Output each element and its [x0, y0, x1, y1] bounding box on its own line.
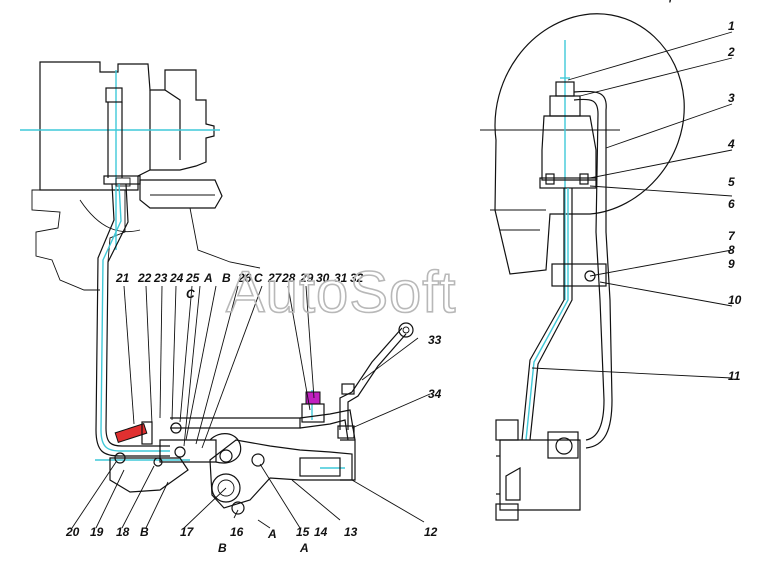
callout-3: 3 [728, 91, 735, 105]
section-marks: A B C C B B A A ' [140, 0, 672, 555]
mark-c-top2: C [254, 271, 263, 285]
mark-b-bottom: B [218, 541, 227, 555]
rubber-pad [114, 421, 153, 445]
callout-4: 4 [727, 137, 735, 151]
right-fuel-pipe [521, 90, 613, 449]
callout-5: 5 [728, 175, 735, 189]
mark-a-top: A [203, 271, 213, 285]
callout-19: 19 [90, 525, 104, 539]
callout-16: 16 [230, 525, 244, 539]
callout-23: 23 [153, 271, 168, 285]
callout-12: 12 [424, 525, 438, 539]
callout-2: 2 [727, 45, 735, 59]
callout-13: 13 [344, 525, 358, 539]
callout-6: 6 [728, 197, 735, 211]
callout-33: 33 [428, 333, 442, 347]
control-plate [209, 439, 356, 515]
callout-8: 8 [728, 243, 735, 257]
callout-28: 28 [281, 271, 296, 285]
mark-a-bottom: A [267, 527, 277, 541]
callout-20: 20 [65, 525, 80, 539]
callout-30: 30 [316, 271, 330, 285]
right-centerlines [560, 40, 570, 300]
callout-25: 25 [185, 271, 200, 285]
callout-labels: 1 2 3 4 5 6 7 8 9 10 11 12 13 14 15 16 1… [65, 19, 742, 539]
callout-22: 22 [137, 271, 152, 285]
callout-14: 14 [314, 525, 328, 539]
leader-lines [71, 31, 733, 529]
callout-32: 32 [350, 271, 364, 285]
watermark: AutoSoft [226, 260, 456, 325]
callout-9: 9 [728, 257, 735, 271]
callout-7: 7 [728, 229, 736, 243]
callout-24: 24 [169, 271, 184, 285]
callout-21: 21 [115, 271, 130, 285]
right-housing [480, 13, 685, 275]
mark-b-bottom-left: B [140, 525, 149, 539]
left-bolt-stud [103, 87, 141, 187]
corner-mark: ' [668, 0, 672, 11]
control-valve [301, 322, 414, 439]
callout-31: 31 [334, 271, 348, 285]
callout-10: 10 [728, 293, 742, 307]
callout-15: 15 [296, 525, 310, 539]
callout-17: 17 [180, 525, 195, 539]
engine-block-outline [31, 61, 261, 291]
mark-a-bottom2: A [299, 541, 309, 555]
fuel-pump [495, 419, 581, 521]
callout-18: 18 [116, 525, 130, 539]
mark-b-top: B [222, 271, 231, 285]
callout-29: 29 [299, 271, 314, 285]
mark-c-top: C [186, 287, 195, 301]
callout-1: 1 [728, 19, 735, 33]
pipe-clamp [551, 263, 607, 287]
callout-26: 26 [237, 271, 252, 285]
callout-34: 34 [428, 387, 442, 401]
callout-27: 27 [267, 271, 283, 285]
callout-11: 11 [728, 369, 741, 383]
injector-body [539, 81, 597, 189]
